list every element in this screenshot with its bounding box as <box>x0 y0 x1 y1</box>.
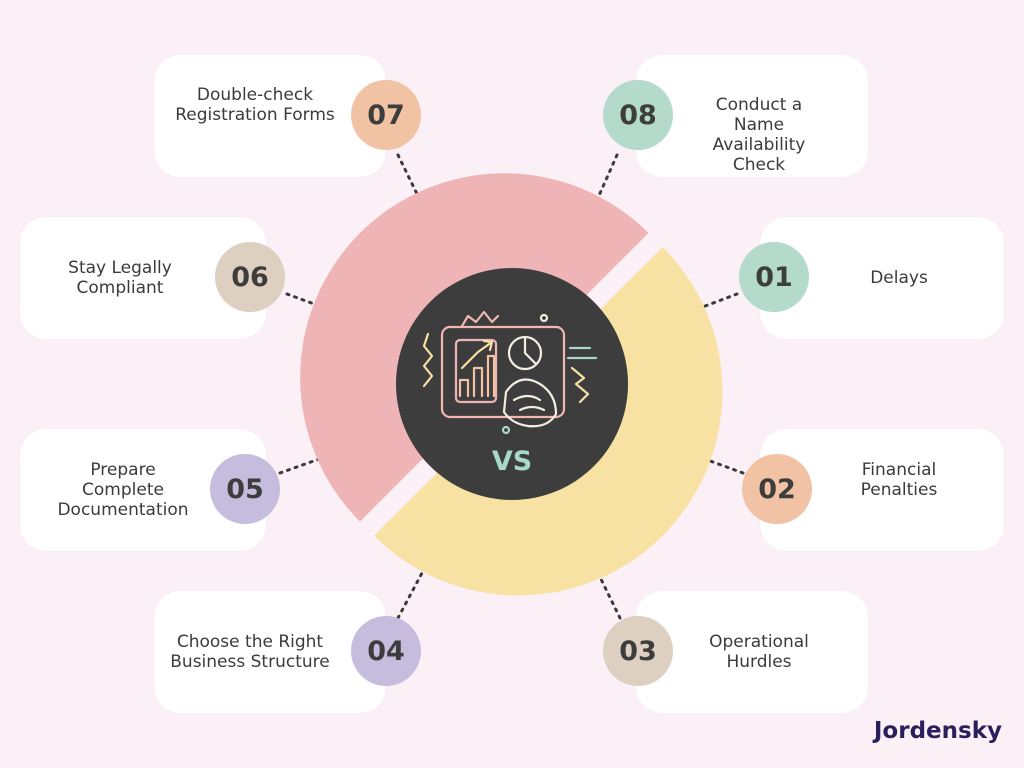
ring-left-segment <box>300 173 649 522</box>
center-label: VS <box>492 446 532 477</box>
label-06: Stay Legally Compliant <box>68 258 172 298</box>
label-02: Financial Penalties <box>860 460 938 500</box>
label-01: Delays <box>870 268 928 288</box>
label-08: Conduct a Name Availability Check <box>712 95 806 175</box>
business-analytics-icon <box>422 310 598 435</box>
badge-01: 01 <box>739 242 809 312</box>
ring-right-segment <box>374 247 723 596</box>
connector-08 <box>595 153 619 202</box>
connector-07 <box>396 153 422 202</box>
card-08 <box>636 55 868 177</box>
connector-02 <box>700 456 745 475</box>
label-04: Choose the Right Business Structure <box>170 632 330 672</box>
connector-03 <box>596 571 622 620</box>
label-05: Prepare Complete Documentation <box>57 460 189 520</box>
connector-05 <box>278 456 324 475</box>
connector-04 <box>396 571 424 620</box>
connector-01 <box>698 292 739 310</box>
card-03 <box>636 591 868 713</box>
badge-06: 06 <box>215 242 285 312</box>
label-07: Double-check Registration Forms <box>175 85 335 125</box>
card-07 <box>154 55 386 177</box>
label-03: Operational Hurdles <box>709 632 809 672</box>
badge-07: 07 <box>351 80 421 150</box>
badge-02: 02 <box>742 454 812 524</box>
card-04 <box>154 591 386 713</box>
brand-logo: Jordensky <box>873 718 1002 744</box>
badge-05: 05 <box>210 454 280 524</box>
badge-08: 08 <box>603 80 673 150</box>
badge-04: 04 <box>351 616 421 686</box>
badge-03: 03 <box>603 616 673 686</box>
